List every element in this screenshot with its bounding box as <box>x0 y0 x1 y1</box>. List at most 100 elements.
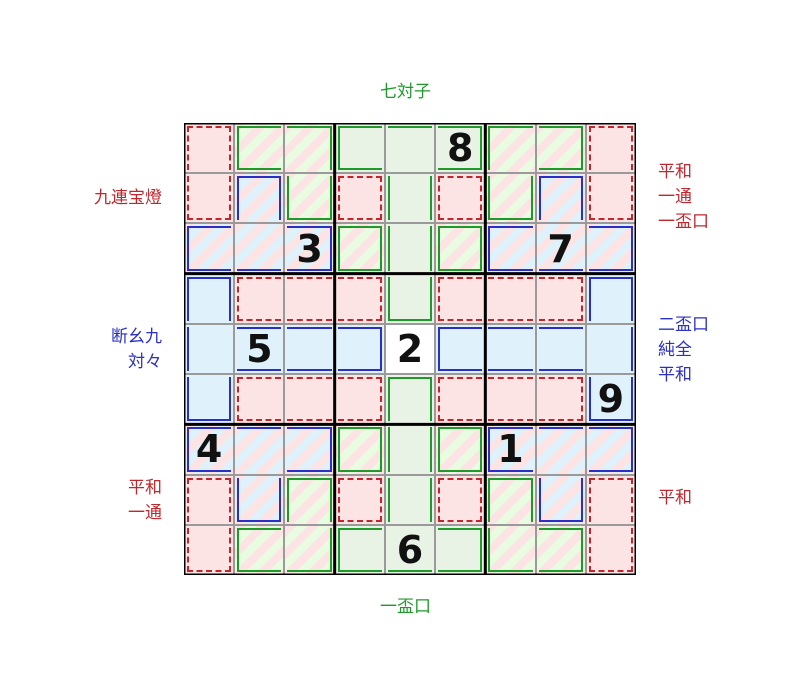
cell-r5c1[interactable] <box>184 323 235 375</box>
cell-r6c7[interactable] <box>485 374 536 425</box>
region-edge <box>588 377 591 422</box>
cell-r1c1[interactable] <box>184 123 235 174</box>
region-edge <box>630 427 633 472</box>
cell-r6c1[interactable] <box>184 374 235 425</box>
region-edge <box>438 377 441 422</box>
cell-r8c6[interactable] <box>435 474 486 525</box>
cell-r7c6[interactable] <box>435 424 486 475</box>
cell-r3c8[interactable]: 7 <box>535 223 586 274</box>
cell-r8c2[interactable] <box>234 474 285 525</box>
cell-r5c5[interactable]: 2 <box>384 323 436 375</box>
cell-r4c2[interactable] <box>234 273 285 324</box>
cell-r5c2[interactable]: 5 <box>234 323 285 375</box>
cell-r3c3[interactable]: 3 <box>284 223 335 274</box>
cell-r6c9[interactable]: 9 <box>585 374 636 425</box>
cell-r9c7[interactable] <box>485 524 536 575</box>
cell-r2c2[interactable] <box>234 173 285 224</box>
cell-r6c2[interactable] <box>234 374 285 425</box>
cell-r8c1[interactable] <box>184 474 235 525</box>
cell-r8c4[interactable] <box>334 474 385 525</box>
cell-r7c2[interactable] <box>234 424 285 475</box>
cell-r9c4[interactable] <box>334 524 385 575</box>
cell-r8c9[interactable] <box>585 474 636 525</box>
cell-r4c4[interactable] <box>334 273 385 324</box>
cell-r5c6[interactable] <box>435 323 486 375</box>
cell-r7c4[interactable] <box>334 424 385 475</box>
given-digit: 4 <box>195 427 223 472</box>
cell-r1c5[interactable] <box>384 123 436 174</box>
region-edge <box>488 318 533 321</box>
region-edge <box>488 477 533 480</box>
cell-r8c8[interactable] <box>535 474 586 525</box>
cell-r1c7[interactable] <box>485 123 536 174</box>
cell-r7c9[interactable] <box>585 424 636 475</box>
cell-r7c7[interactable]: 1 <box>485 424 536 475</box>
region-edge <box>480 427 483 472</box>
cell-r3c4[interactable] <box>334 223 385 274</box>
cell-r4c7[interactable] <box>485 273 536 324</box>
cell-r7c3[interactable] <box>284 424 335 475</box>
cell-r6c3[interactable] <box>284 374 335 425</box>
cell-r3c5[interactable] <box>384 223 436 274</box>
region-edge <box>187 527 189 572</box>
cell-r2c1[interactable] <box>184 173 235 224</box>
cell-r6c8[interactable] <box>535 374 586 425</box>
cell-r7c8[interactable] <box>535 424 586 475</box>
region-edge <box>387 377 433 380</box>
cell-r1c4[interactable] <box>334 123 385 174</box>
cell-r3c1[interactable] <box>184 223 235 274</box>
cell-r3c2[interactable] <box>234 223 285 274</box>
cell-r4c3[interactable] <box>284 273 335 324</box>
cell-r5c4[interactable] <box>334 323 385 375</box>
cell-r9c1[interactable] <box>184 524 235 575</box>
cell-r9c6[interactable] <box>435 524 486 575</box>
cell-r5c3[interactable] <box>284 323 335 375</box>
region-edge <box>329 226 332 271</box>
region-edge <box>588 469 633 472</box>
cell-r6c5[interactable] <box>384 374 436 425</box>
cell-r7c1[interactable]: 4 <box>184 424 235 475</box>
cell-r2c7[interactable] <box>485 173 536 224</box>
cell-r2c3[interactable] <box>284 173 335 224</box>
cell-r3c9[interactable] <box>585 223 636 274</box>
cell-r4c6[interactable] <box>435 273 486 324</box>
cell-r1c3[interactable] <box>284 123 335 174</box>
cell-r9c3[interactable] <box>284 524 335 575</box>
cell-r5c9[interactable] <box>585 323 636 375</box>
cell-r5c8[interactable] <box>535 323 586 375</box>
cell-r9c8[interactable] <box>535 524 586 575</box>
region-edge <box>387 276 390 321</box>
cell-r5c7[interactable] <box>485 323 536 375</box>
cell-r2c4[interactable] <box>334 173 385 224</box>
region-edge <box>337 276 382 279</box>
cell-r9c5[interactable]: 6 <box>384 524 436 575</box>
cell-r2c6[interactable] <box>435 173 486 224</box>
cell-r1c6[interactable]: 8 <box>435 123 486 174</box>
region-edge <box>530 176 533 221</box>
cell-r1c9[interactable] <box>585 123 636 174</box>
cell-r7c5[interactable] <box>384 424 436 475</box>
region-edge <box>187 477 232 480</box>
cell-r1c2[interactable] <box>234 123 285 174</box>
cell-r2c9[interactable] <box>585 173 636 224</box>
cell-r8c3[interactable] <box>284 474 335 525</box>
label-line: 平和 <box>658 162 692 182</box>
cell-r8c5[interactable] <box>384 474 436 525</box>
cell-r4c8[interactable] <box>535 273 586 324</box>
region-edge <box>287 318 332 321</box>
cell-r2c5[interactable] <box>384 173 436 224</box>
cell-r3c6[interactable] <box>435 223 486 274</box>
cell-r9c2[interactable] <box>234 524 285 575</box>
cell-r3c7[interactable] <box>485 223 536 274</box>
cell-r6c6[interactable] <box>435 374 486 425</box>
cell-r2c8[interactable] <box>535 173 586 224</box>
cell-r4c1[interactable] <box>184 273 235 324</box>
region-edge <box>438 427 483 430</box>
cell-r8c7[interactable] <box>485 474 536 525</box>
cell-r1c8[interactable] <box>535 123 586 174</box>
cell-r4c9[interactable] <box>585 273 636 324</box>
cell-r9c9[interactable] <box>585 524 636 575</box>
cell-r6c4[interactable] <box>334 374 385 425</box>
cell-r4c5[interactable] <box>384 273 436 324</box>
region-edge <box>538 519 583 522</box>
